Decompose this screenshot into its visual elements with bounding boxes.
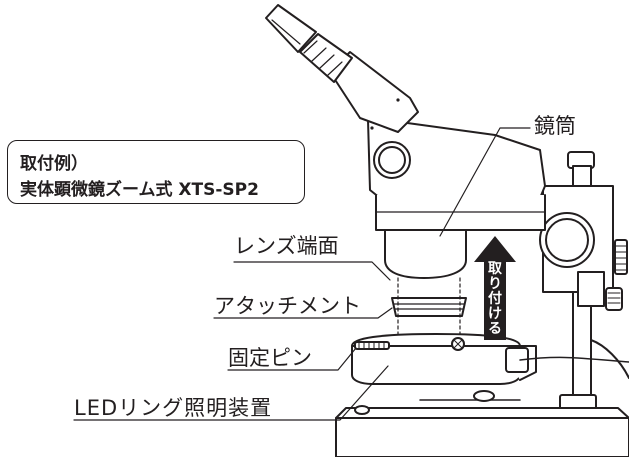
label-attachment: アタッチメント: [214, 294, 361, 318]
example-box-title: 取付例）: [20, 154, 88, 174]
leader-lines: [73, 127, 531, 421]
attach-char-2: り: [488, 276, 502, 292]
example-callout-box: 取付例） 実体顕微鏡ズーム式 XTS-SP2: [7, 140, 305, 204]
label-fixing-pin: 固定ピン: [228, 346, 312, 370]
fixing-pin-shape: [354, 341, 390, 350]
attach-arrow-label: 取 り 付 け る: [484, 262, 506, 337]
attachment-ring: [391, 297, 467, 317]
attach-arrow-shape: [474, 236, 516, 340]
label-lens-end-face: レンズ端面: [234, 234, 339, 258]
attach-char-1: 取: [488, 261, 502, 277]
led-ring-light-shape: [351, 333, 629, 385]
attach-char-5: る: [488, 321, 502, 337]
attach-char-4: け: [488, 306, 502, 322]
microscope-head: [265, 4, 546, 279]
label-lens-barrel: 鏡筒: [534, 114, 576, 138]
label-led-ring-light: LEDリング照明装置: [74, 396, 273, 420]
focus-arm: [539, 185, 623, 311]
alignment-guides: [397, 277, 461, 345]
attach-char-3: 付: [488, 291, 502, 307]
lens-barrel-shape: [384, 229, 467, 279]
microscope-base: [335, 390, 629, 457]
example-box-model: 実体顕微鏡ズーム式 XTS-SP2: [20, 180, 259, 200]
